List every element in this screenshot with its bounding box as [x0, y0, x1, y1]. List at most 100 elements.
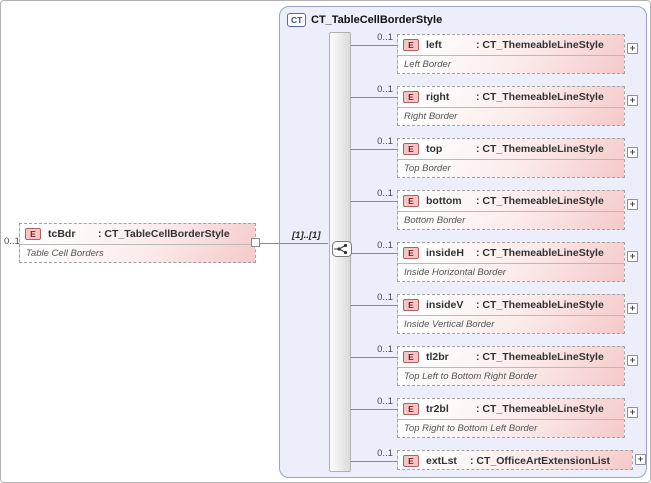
element-kind-badge: E — [403, 195, 419, 207]
connector-line — [351, 253, 397, 254]
cardinality-label: 0..1 — [4, 236, 20, 247]
element-annotation: Left Border — [398, 55, 624, 74]
connector-line — [351, 45, 397, 46]
element-annotation: Right Border — [398, 107, 624, 126]
cardinality-label: 0..1 — [377, 84, 393, 95]
expand-button[interactable]: + — [635, 454, 646, 465]
root-element-box[interactable]: E tcBdr : CT_TableCellBorderStyle Table … — [19, 223, 256, 263]
child-element-row: 0..1 E insideH : CT_ThemeableLineStyle I… — [351, 240, 638, 282]
element-kind-badge: E — [403, 143, 419, 155]
expand-button[interactable]: + — [627, 147, 638, 158]
element-name: right — [426, 91, 450, 103]
element-box[interactable]: E extLst : CT_OfficeArtExtensionList — [397, 450, 633, 470]
element-name: insideV — [426, 299, 464, 311]
element-type: : CT_ThemeableLineStyle — [476, 195, 604, 207]
connector-line — [351, 149, 397, 150]
element-header: E insideH : CT_ThemeableLineStyle — [398, 243, 624, 263]
connector-line — [351, 461, 397, 462]
element-header: E insideV : CT_ThemeableLineStyle — [398, 295, 624, 315]
plus-icon: + — [629, 147, 636, 157]
element-type: : CT_ThemeableLineStyle — [476, 247, 604, 259]
child-element-row: 0..1 E insideV : CT_ThemeableLineStyle I… — [351, 292, 638, 334]
element-name: tr2bl — [426, 403, 449, 415]
occurrence-label: [1]..[1] — [292, 230, 321, 241]
element-kind-badge: E — [25, 228, 41, 240]
element-annotation: Top Left to Bottom Right Border — [398, 367, 624, 386]
expand-button[interactable]: + — [627, 303, 638, 314]
connector-line — [351, 201, 397, 202]
expand-button[interactable]: + — [627, 95, 638, 106]
element-box[interactable]: E top : CT_ThemeableLineStyle Top Border — [397, 138, 625, 178]
element-kind-badge: E — [403, 247, 419, 259]
child-element-row: 0..1 E extLst : CT_OfficeArtExtensionLis… — [351, 448, 646, 482]
child-element-row: 0..1 E tl2br : CT_ThemeableLineStyle Top… — [351, 344, 638, 386]
plus-icon: + — [637, 454, 644, 464]
element-box[interactable]: E tr2bl : CT_ThemeableLineStyle Top Righ… — [397, 398, 625, 438]
expand-button[interactable]: + — [627, 355, 638, 366]
element-box[interactable]: E insideV : CT_ThemeableLineStyle Inside… — [397, 294, 625, 334]
element-box[interactable]: E bottom : CT_ThemeableLineStyle Bottom … — [397, 190, 625, 230]
element-annotation: Bottom Border — [398, 211, 624, 230]
plus-icon: + — [629, 407, 636, 417]
element-header: E tcBdr : CT_TableCellBorderStyle — [20, 224, 255, 244]
expand-button[interactable]: + — [627, 43, 638, 54]
sequence-compositor-icon[interactable] — [332, 241, 352, 257]
element-type: : CT_TableCellBorderStyle — [98, 228, 230, 240]
element-header: E bottom : CT_ThemeableLineStyle — [398, 191, 624, 211]
element-type: : CT_ThemeableLineStyle — [476, 299, 604, 311]
child-element-row: 0..1 E right : CT_ThemeableLineStyle Rig… — [351, 84, 638, 126]
children-host: 0..1 E left : CT_ThemeableLineStyle Left… — [280, 7, 646, 477]
element-header: E top : CT_ThemeableLineStyle — [398, 139, 624, 159]
element-type: : CT_ThemeableLineStyle — [476, 351, 604, 363]
element-kind-badge: E — [403, 299, 419, 311]
cardinality-label: 0..1 — [377, 292, 393, 303]
connector-handle[interactable] — [251, 238, 260, 247]
plus-icon: + — [629, 95, 636, 105]
element-name: bottom — [426, 195, 462, 207]
cardinality-label: 0..1 — [377, 344, 393, 355]
cardinality-label: 0..1 — [377, 448, 393, 459]
cardinality-label: 0..1 — [377, 240, 393, 251]
expand-button[interactable]: + — [627, 199, 638, 210]
element-header: E left : CT_ThemeableLineStyle — [398, 35, 624, 55]
child-element-row: 0..1 E top : CT_ThemeableLineStyle Top B… — [351, 136, 638, 178]
element-header: E extLst : CT_OfficeArtExtensionList — [398, 451, 632, 471]
element-type: : CT_ThemeableLineStyle — [476, 403, 604, 415]
connector-line-root — [256, 243, 328, 244]
connector-line — [351, 97, 397, 98]
element-box[interactable]: E left : CT_ThemeableLineStyle Left Bord… — [397, 34, 625, 74]
element-annotation: Top Right to Bottom Left Border — [398, 419, 624, 438]
plus-icon: + — [629, 251, 636, 261]
element-type: : CT_ThemeableLineStyle — [476, 39, 604, 51]
expand-button[interactable]: + — [627, 407, 638, 418]
complex-type-container: CT CT_TableCellBorderStyle 0..1 E left :… — [279, 6, 647, 478]
element-name: top — [426, 143, 443, 155]
element-name: left — [426, 39, 442, 51]
element-kind-badge: E — [403, 403, 419, 415]
element-type: : CT_OfficeArtExtensionList — [470, 455, 611, 467]
cardinality-label: 0..1 — [377, 188, 393, 199]
element-box[interactable]: E right : CT_ThemeableLineStyle Right Bo… — [397, 86, 625, 126]
element-box[interactable]: E insideH : CT_ThemeableLineStyle Inside… — [397, 242, 625, 282]
expand-button[interactable]: + — [627, 251, 638, 262]
element-kind-badge: E — [403, 455, 419, 467]
element-name: extLst — [426, 455, 457, 467]
element-name: tl2br — [426, 351, 449, 363]
plus-icon: + — [629, 355, 636, 365]
element-header: E tl2br : CT_ThemeableLineStyle — [398, 347, 624, 367]
element-name: insideH — [426, 247, 464, 259]
element-annotation: Top Border — [398, 159, 624, 178]
connector-line — [351, 409, 397, 410]
plus-icon: + — [629, 43, 636, 53]
plus-icon: + — [629, 199, 636, 209]
child-element-row: 0..1 E bottom : CT_ThemeableLineStyle Bo… — [351, 188, 638, 230]
sequence-icon-glyph — [332, 241, 352, 257]
cardinality-label: 0..1 — [377, 136, 393, 147]
element-name: tcBdr — [48, 228, 76, 240]
element-kind-badge: E — [403, 91, 419, 103]
element-type: : CT_ThemeableLineStyle — [476, 91, 604, 103]
element-box[interactable]: E tl2br : CT_ThemeableLineStyle Top Left… — [397, 346, 625, 386]
connector-line — [351, 357, 397, 358]
element-kind-badge: E — [403, 39, 419, 51]
complex-type-title: CT_TableCellBorderStyle — [311, 14, 443, 26]
